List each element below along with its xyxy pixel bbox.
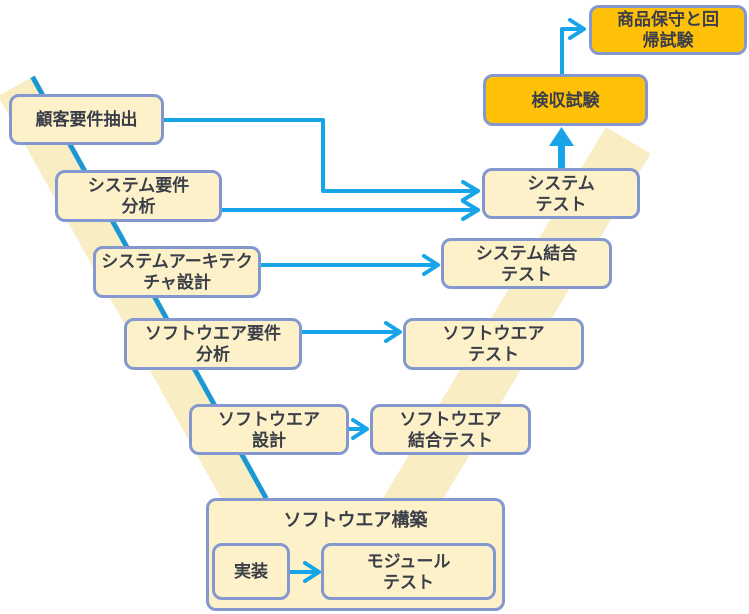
node-software-req-analysis: ソフトウエア要件 分析 [124,318,302,370]
node-implementation: 実装 [212,543,290,600]
node-system-architecture-design-label: システムアーキテク チャ設計 [101,252,253,292]
node-software-integration-test-label: ソフトウエア 結合テスト [399,409,502,450]
arrow-system-test-to-acceptance-test [549,127,574,168]
node-system-test-label: システム テスト [527,173,595,214]
node-customer-req-label: 顧客要件抽出 [35,110,138,129]
node-system-architecture-design: システムアーキテク チャ設計 [93,246,261,298]
arrow-system-req-analysis-to-system-test [222,199,480,221]
node-system-integration-test-label: システム結合 テスト [475,243,578,284]
node-acceptance-test-label: 検収試験 [531,90,600,110]
arrow-software-req-analysis-to-software-test [302,321,402,343]
node-software-design: ソフトウエア 設計 [189,404,349,455]
arrow-system-architecture-design-to-system-integration-test [261,254,440,276]
node-customer-req: 顧客要件抽出 [9,94,164,145]
node-implementation-label: 実装 [234,562,268,581]
node-system-req-analysis: システム要件 分析 [55,170,222,222]
node-system-integration-test: システム結合 テスト [441,238,612,289]
node-software-test: ソフトウエア テスト [403,318,584,370]
node-software-integration-test: ソフトウエア 結合テスト [370,404,531,455]
node-maintenance-regression: 商品保守と回 帰試験 [589,5,747,55]
arrow-acceptance-test-to-maintenance-regression [560,18,586,74]
arrow-software-design-to-software-integration-test [349,418,369,440]
node-module-test: モジュール テスト [321,543,496,600]
node-system-req-analysis-label: システム要件 分析 [87,176,190,216]
node-software-req-analysis-label: ソフトウエア要件 分析 [145,324,281,364]
node-module-test-label: モジュール テスト [366,551,451,592]
node-system-test: システム テスト [482,168,640,219]
node-acceptance-test: 検収試験 [483,74,648,126]
node-software-test-label: ソフトウエア テスト [442,324,545,364]
node-maintenance-regression-label: 商品保守と回 帰試験 [617,10,719,50]
node-software-design-label: ソフトウエア 設計 [218,409,320,450]
node-software-build-label: ソフトウエア構築 [283,510,428,530]
